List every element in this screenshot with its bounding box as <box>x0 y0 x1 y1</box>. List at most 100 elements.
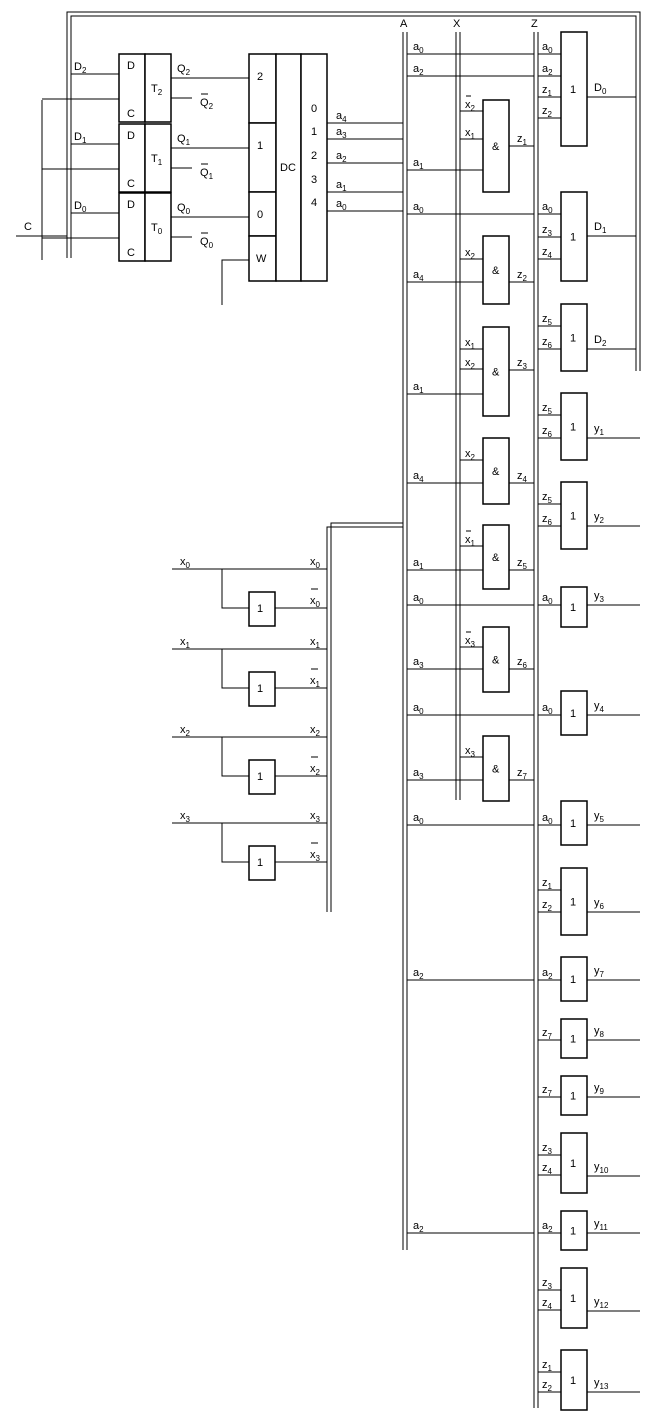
label-main: z <box>542 224 548 236</box>
label-subscript: 10 <box>600 1166 609 1175</box>
and-a-input-label: a1 <box>413 381 424 395</box>
and-output-label: z5 <box>517 557 528 571</box>
label-subscript: 1 <box>316 680 321 689</box>
label-main: Q <box>177 133 186 145</box>
label-main: a <box>542 967 549 979</box>
label-subscript: 2 <box>316 729 321 738</box>
label-subscript: 2 <box>419 972 424 981</box>
label-main: z <box>517 133 523 145</box>
and-x-input-label: x2 <box>465 99 476 113</box>
label-main: y <box>594 810 600 822</box>
x-inverted-label: x2 <box>310 763 321 777</box>
label-main: y <box>594 1377 600 1389</box>
label-main: a <box>336 126 343 138</box>
label-main: T <box>151 222 158 234</box>
and-output-label: z1 <box>517 133 528 147</box>
label-subscript: 7 <box>548 1032 553 1041</box>
and-output-label: z7 <box>517 767 528 781</box>
label-subscript: 2 <box>471 104 476 113</box>
label-main: D <box>594 334 602 346</box>
label-subscript: 6 <box>600 902 605 911</box>
trigger-d-label: D <box>127 130 135 142</box>
decoder-output-signal: a0 <box>336 198 347 212</box>
label-main: x <box>180 724 186 736</box>
trigger-name-label: T1 <box>151 153 163 167</box>
label-subscript: 2 <box>548 1225 553 1234</box>
label-main: y <box>594 1218 600 1230</box>
x-direct-label: x1 <box>310 636 321 650</box>
or-gate-box <box>560 392 588 461</box>
or-output-label: y11 <box>594 1218 608 1232</box>
or-input-label: z6 <box>542 513 553 527</box>
decoder-title-box <box>275 53 302 282</box>
label-main: z <box>542 336 548 348</box>
or-input-label: a0 <box>542 41 553 55</box>
or-gate-box <box>560 1349 588 1411</box>
x-direct-label: x0 <box>310 556 321 570</box>
trigger-d-label: D <box>127 60 135 72</box>
label-subscript: 0 <box>548 206 553 215</box>
label-main: a <box>413 812 420 824</box>
label-main: a <box>413 63 420 75</box>
inverter-symbol: 1 <box>257 603 263 615</box>
label-main: x <box>465 534 471 546</box>
label-subscript: 3 <box>342 131 347 140</box>
label-subscript: 1 <box>548 89 553 98</box>
label-main: x <box>465 635 471 647</box>
a-tap-label: a0 <box>413 592 424 606</box>
label-subscript: 3 <box>419 661 424 670</box>
decoder-input-label: 1 <box>257 140 263 152</box>
bus-x-label: X <box>453 18 461 30</box>
label-main: z <box>542 1379 548 1391</box>
label-main: a <box>542 702 549 714</box>
label-subscript: 0 <box>419 597 424 606</box>
label-main: Q <box>200 97 209 109</box>
or-gate-symbol: 1 <box>570 511 576 523</box>
label-subscript: 2 <box>523 274 528 283</box>
label-main: Q <box>200 167 209 179</box>
or-gate-symbol: 1 <box>570 974 576 986</box>
or-gate-symbol: 1 <box>570 1158 576 1170</box>
label-subscript: 0 <box>548 817 553 826</box>
label-main: z <box>542 1142 548 1154</box>
label-subscript: 12 <box>600 1301 609 1310</box>
label-subscript: 5 <box>548 318 553 327</box>
or-gate-symbol: 1 <box>570 232 576 244</box>
bus-z-label: Z <box>531 18 538 30</box>
label-subscript: 5 <box>600 815 605 824</box>
label-subscript: 1 <box>316 641 321 650</box>
label-subscript: 2 <box>316 768 321 777</box>
decoder-input-label: 2 <box>257 71 263 83</box>
label-main: y <box>594 897 600 909</box>
trigger-d-input-label: D2 <box>74 61 87 75</box>
label-main: y <box>594 1161 600 1173</box>
or-input-label: z5 <box>542 402 553 416</box>
decoder-output-index: 3 <box>311 174 317 186</box>
label-subscript: 11 <box>600 1223 609 1232</box>
label-subscript: 2 <box>600 516 605 525</box>
inverter-symbol: 1 <box>257 771 263 783</box>
or-gate-box <box>560 303 588 372</box>
label-subscript: 0 <box>209 241 214 250</box>
label-main: y <box>594 1025 600 1037</box>
decoder-output-signal: a1 <box>336 179 347 193</box>
and-a-input-label: a3 <box>413 656 424 670</box>
trigger-right-box <box>144 53 172 123</box>
label-subscript: 6 <box>548 341 553 350</box>
and-x-input-label: x1 <box>465 127 476 141</box>
x-bus-link <box>330 522 403 912</box>
label-main: a <box>542 41 549 53</box>
or-gate-box <box>560 31 588 147</box>
label-main: y <box>594 590 600 602</box>
or-gate-symbol: 1 <box>570 1293 576 1305</box>
label-subscript: 6 <box>548 430 553 439</box>
a-tap-label: a2 <box>413 1220 424 1234</box>
label-subscript: 2 <box>548 68 553 77</box>
label-main: a <box>413 967 420 979</box>
label-main: a <box>413 767 420 779</box>
label-subscript: 4 <box>600 705 605 714</box>
and-gate-box <box>482 735 510 802</box>
label-main: y <box>594 1082 600 1094</box>
a-tap-label: a0 <box>413 812 424 826</box>
